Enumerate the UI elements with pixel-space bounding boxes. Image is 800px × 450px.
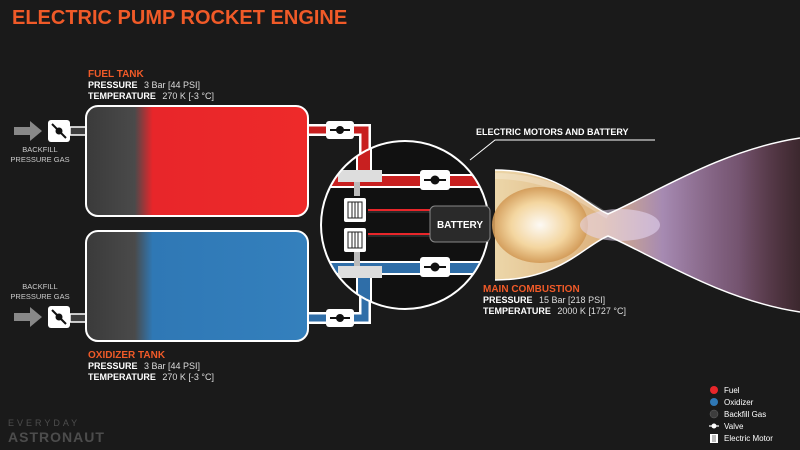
oxidizer-tank-label: OXIDIZER TANK [88, 350, 166, 361]
oxidizer-tank [85, 230, 309, 342]
combustion-pressure-line: PRESSURE 15 Bar [218 PSI] [483, 295, 605, 305]
backfill-valve-top [48, 120, 70, 142]
legend-label-valve: Valve [724, 422, 744, 431]
valve-icon [709, 423, 719, 429]
oxidizer-temperature-line: TEMPERATURE 270 K [-3 °C] [88, 372, 214, 382]
legend-label-backfill: Backfill Gas [724, 410, 766, 419]
backfill-label-top-line2: PRESSURE GAS [10, 155, 69, 164]
backfill-label-bottom-line2: PRESSURE GAS [10, 292, 69, 301]
backfill-valve-bottom [48, 306, 70, 328]
backfill-label-bottom-line1: BACKFILL [22, 282, 57, 291]
backfill-arrow-top [14, 121, 42, 141]
fuel-main-valve [420, 170, 450, 190]
electric-motor-top [344, 198, 366, 222]
backfill-label-top-line1: BACKFILL [22, 145, 57, 154]
motor-icon [710, 434, 718, 443]
fuel-temperature-label: TEMPERATURE [88, 91, 156, 101]
legend-label-motor: Electric Motor [724, 434, 773, 443]
legend-swatch-fuel [710, 386, 718, 394]
fuel-tank-label: FUEL TANK [88, 69, 145, 80]
fuel-pressure-line: PRESSURE 3 Bar [44 PSI] [88, 80, 200, 90]
legend-swatch-backfill [709, 409, 719, 419]
combustion-pressure-label: PRESSURE [483, 295, 533, 305]
legend: Fuel Oxidizer Backfill Gas Valve Electri… [709, 386, 773, 443]
motors-battery-label: ELECTRIC MOTORS AND BATTERY [476, 127, 629, 137]
fuel-tank [85, 105, 309, 217]
legend-label-fuel: Fuel [724, 386, 740, 395]
electric-motor-bottom [344, 228, 366, 252]
combustion-temperature-value: 2000 K [1727 °C] [557, 306, 626, 316]
oxidizer-temperature-value: 270 K [-3 °C] [162, 372, 214, 382]
battery-label: BATTERY [437, 220, 483, 231]
watermark-line1: EVERYDAY [8, 418, 80, 428]
main-combustion-chamber [492, 137, 800, 313]
oxidizer-pressure-line: PRESSURE 3 Bar [44 PSI] [88, 361, 200, 371]
combustion-pressure-value: 15 Bar [218 PSI] [539, 295, 605, 305]
legend-swatch-oxidizer [710, 398, 718, 406]
fuel-temperature-value: 270 K [-3 °C] [162, 91, 214, 101]
combustion-temperature-line: TEMPERATURE 2000 K [1727 °C] [483, 306, 626, 316]
main-combustion-label: MAIN COMBUSTION [483, 284, 580, 295]
battery: BATTERY [429, 205, 491, 243]
motors-callout-line [469, 139, 655, 161]
legend-label-oxidizer: Oxidizer [724, 398, 754, 407]
fuel-temperature-line: TEMPERATURE 270 K [-3 °C] [88, 91, 214, 101]
fuel-outlet-valve [326, 121, 354, 139]
oxidizer-main-valve [420, 257, 450, 277]
everyday-astronaut-logo: EVERYDAY ASTRONAUT [8, 418, 105, 445]
watermark-line2: ASTRONAUT [8, 429, 105, 445]
backfill-arrow-bottom [14, 307, 42, 327]
oxidizer-outlet-valve [326, 309, 354, 327]
page-title: ELECTRIC PUMP ROCKET ENGINE [12, 7, 347, 29]
oxidizer-temperature-label: TEMPERATURE [88, 372, 156, 382]
fuel-pressure-value: 3 Bar [44 PSI] [144, 80, 200, 90]
fuel-pressure-label: PRESSURE [88, 80, 138, 90]
oxidizer-pressure-value: 3 Bar [44 PSI] [144, 361, 200, 371]
oxidizer-pressure-label: PRESSURE [88, 361, 138, 371]
combustion-temperature-label: TEMPERATURE [483, 306, 551, 316]
